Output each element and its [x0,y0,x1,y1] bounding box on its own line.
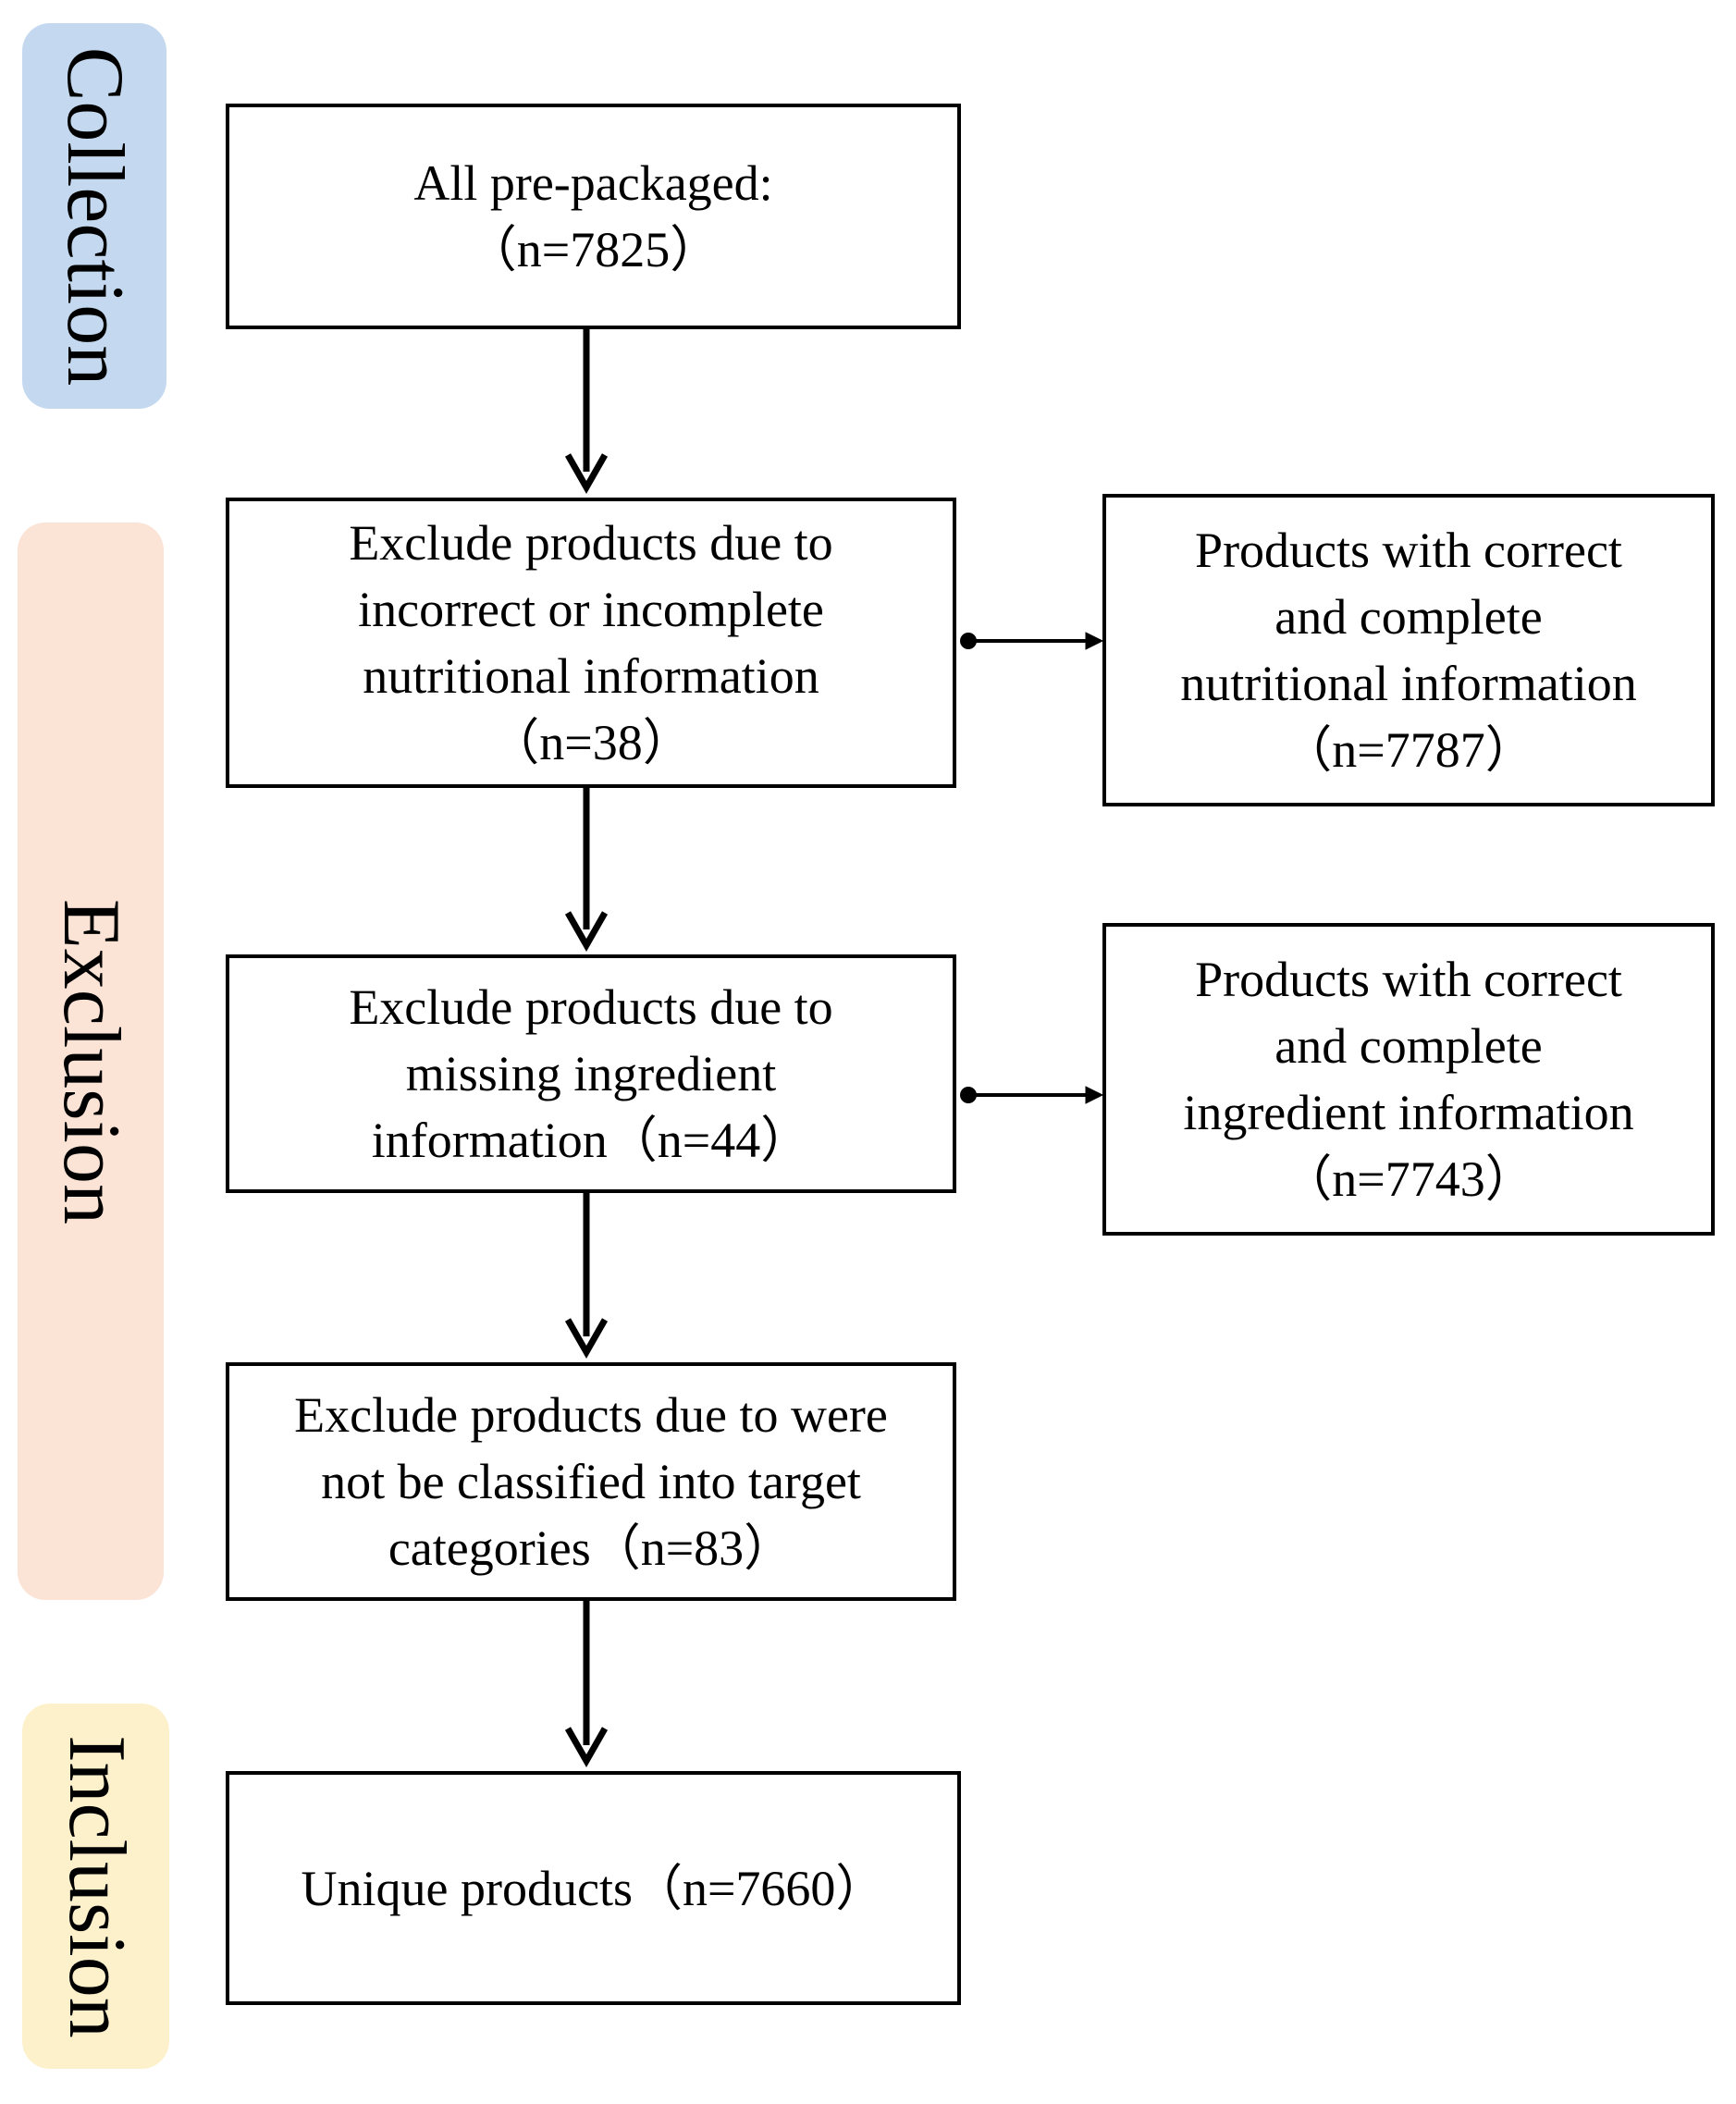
box-exclude-nutritional-text: Exclude products due to incorrect or inc… [349,515,833,770]
box-exclude-ingredient: Exclude products due to missing ingredie… [226,954,956,1193]
side-arrow-dot-2 [960,1087,977,1103]
stage-label-inclusion-text: Inclusion [51,1734,142,2038]
arrow-head-2 [564,911,609,953]
arrow-head-3 [564,1318,609,1360]
box-products-nutritional: Products with correct and complete nutri… [1102,494,1715,806]
box-exclude-ingredient-text: Exclude products due to missing ingredie… [349,979,833,1168]
box-unique-products-text: Unique products（n=7660） [301,1860,886,1916]
box-exclude-category-text: Exclude products due to were not be clas… [294,1387,888,1576]
stage-label-collection-text: Collection [50,46,140,386]
side-arrow-head-1 [1085,632,1104,650]
side-arrow-head-2 [1085,1086,1104,1104]
arrow-head-4 [564,1727,609,1768]
stage-label-exclusion: Exclusion [18,523,164,1600]
side-arrow-dot-1 [960,633,977,649]
arrow-head-1 [564,453,609,495]
stage-label-collection: Collection [22,23,166,409]
box-all-prepackaged: All pre-packaged: （n=7825） [226,104,961,329]
box-products-ingredient: Products with correct and complete ingre… [1102,923,1715,1236]
box-products-ingredient-text: Products with correct and complete ingre… [1183,952,1634,1207]
box-unique-products: Unique products（n=7660） [226,1771,961,2005]
stage-label-inclusion: Inclusion [22,1704,169,2069]
box-exclude-category: Exclude products due to were not be clas… [226,1362,956,1601]
box-products-nutritional-text: Products with correct and complete nutri… [1180,523,1637,778]
box-all-prepackaged-text: All pre-packaged: （n=7825） [413,155,773,277]
stage-label-exclusion-text: Exclusion [46,898,136,1224]
box-exclude-nutritional: Exclude products due to incorrect or inc… [226,498,956,788]
